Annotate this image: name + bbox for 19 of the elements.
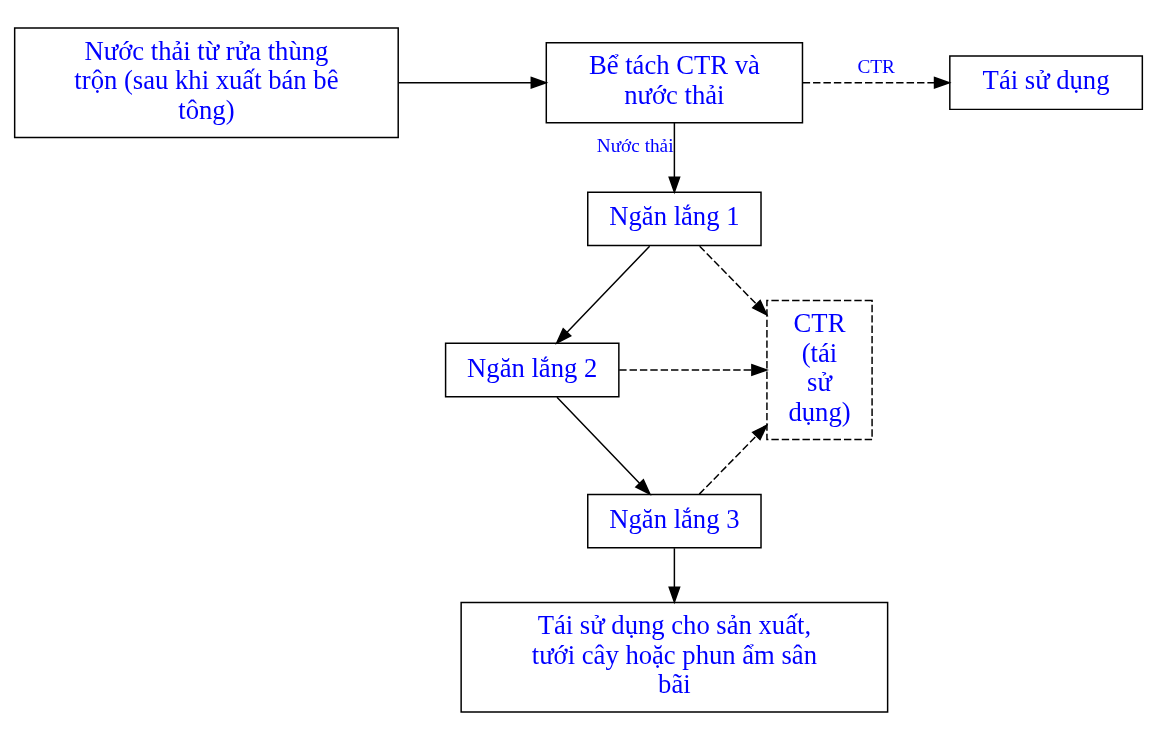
arrow: [698, 245, 769, 317]
node-box: Ngăn lắng 1: [587, 191, 762, 247]
arrow: [555, 245, 651, 345]
arrow: [556, 396, 652, 496]
node-box: CTR (tái sử dụng): [766, 299, 873, 441]
arrow: [618, 363, 769, 377]
arrow: [397, 76, 549, 89]
arrow: [698, 423, 769, 495]
arrow: [668, 122, 681, 195]
node-box: Tái sử dụng cho sản xuất, tưới cây hoặc phun ẩm sân bãi: [460, 601, 889, 713]
node-box: Nước thải từ rửa thùng trộn (sau khi xuất bán bê tông): [13, 27, 399, 139]
node-box: Tái sử dụng: [949, 55, 1144, 111]
arrow: [802, 76, 952, 89]
node-box: Bể tách CTR và nước thải: [545, 42, 804, 124]
edge-label: CTR: [857, 55, 895, 77]
edge-label: Nước thải: [596, 135, 674, 157]
node-box: Ngăn lắng 3: [587, 493, 762, 549]
node-box: Ngăn lắng 2: [444, 342, 620, 398]
arrow: [668, 547, 681, 605]
